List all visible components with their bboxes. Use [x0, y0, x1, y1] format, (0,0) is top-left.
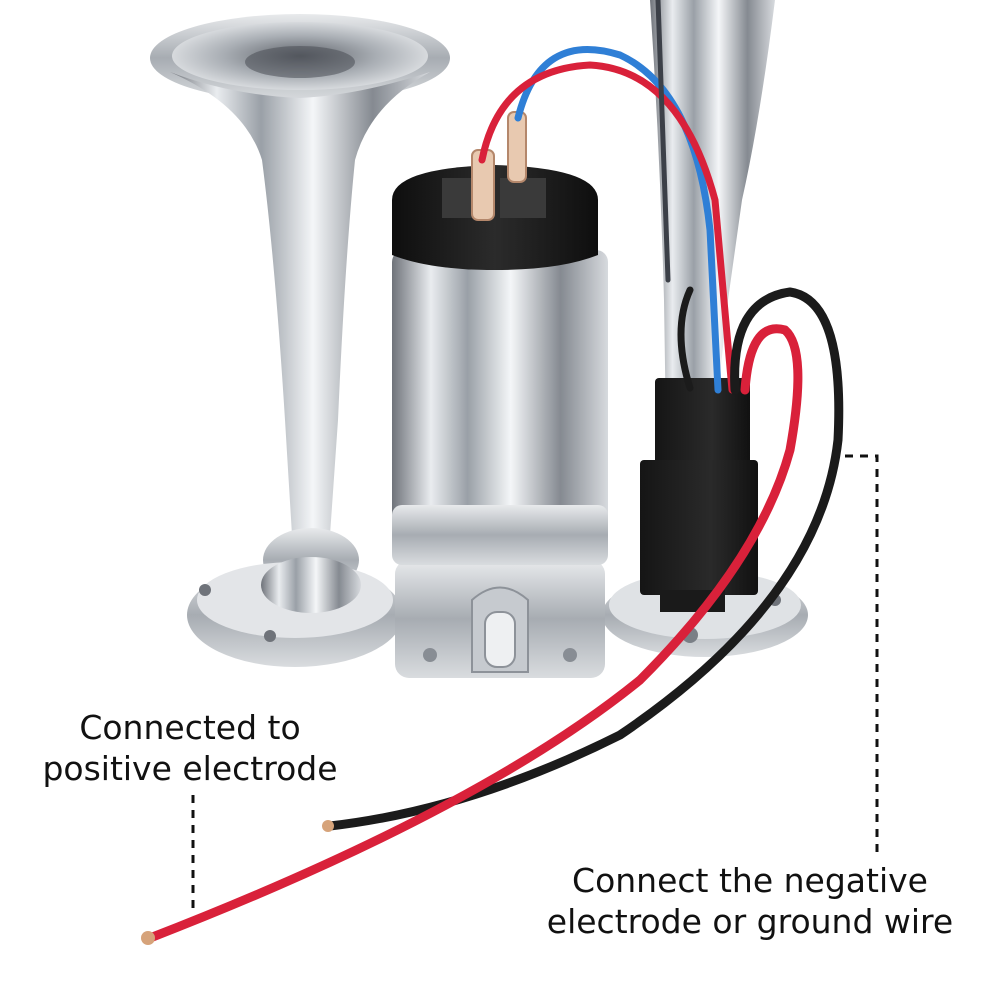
callout-leaders — [191, 454, 879, 908]
negative-callout-line1: Connect the negative — [572, 861, 928, 900]
output-wires — [141, 287, 844, 945]
positive-electrode-callout: Connected to positive electrode — [40, 707, 340, 789]
compressor-wires — [478, 0, 736, 394]
positive-callout-line2: positive electrode — [42, 749, 338, 788]
negative-callout-line2: electrode or ground wire — [546, 902, 954, 941]
relay — [640, 378, 758, 612]
positive-callout-line1: Connected to — [79, 708, 301, 747]
air-compressor — [392, 111, 608, 678]
negative-electrode-callout: Connect the negative electrode or ground… — [540, 860, 960, 942]
negative-leader-line — [845, 454, 879, 852]
left-base-plate — [187, 557, 403, 667]
